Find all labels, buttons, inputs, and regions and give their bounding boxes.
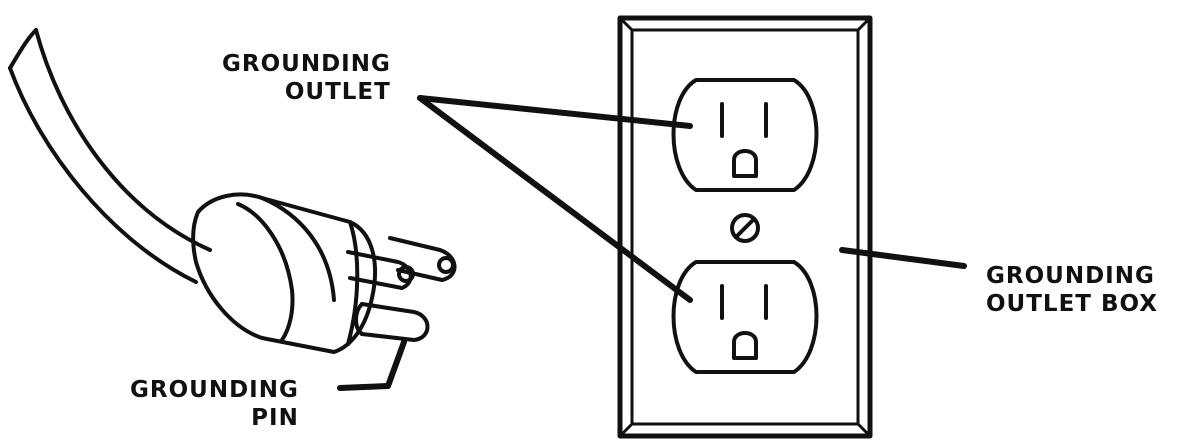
label-grounding-outlet-box-line-1: GROUNDING [986,263,1155,289]
receptacle-upper [671,78,819,192]
leader-lines [337,95,967,391]
outlet-box-plate [617,15,873,439]
leader-outlet-lower [417,95,693,303]
mounting-screw [730,213,760,243]
leader-outlet-box [839,247,967,269]
label-grounding-outlet-box-line-2: OUTLET BOX [986,291,1158,317]
label-grounding-outlet: GROUNDING OUTLET [222,50,391,106]
receptacle-lower [671,260,819,374]
leader-pin [337,339,407,391]
label-grounding-pin: GROUNDING PIN [130,376,299,432]
grounding-pin [354,302,430,342]
leader-outlet-upper [417,95,693,129]
power-cord [8,28,212,284]
label-grounding-pin-line-2: PIN [251,405,299,431]
label-grounding-outlet-line-2: OUTLET [284,79,391,105]
label-grounding-outlet-box: GROUNDING OUTLET BOX [986,262,1158,318]
plug-body [191,192,377,354]
plug-prong-right [388,236,457,282]
label-grounding-outlet-line-1: GROUNDING [222,51,391,77]
label-grounding-pin-line-1: GROUNDING [130,377,299,403]
